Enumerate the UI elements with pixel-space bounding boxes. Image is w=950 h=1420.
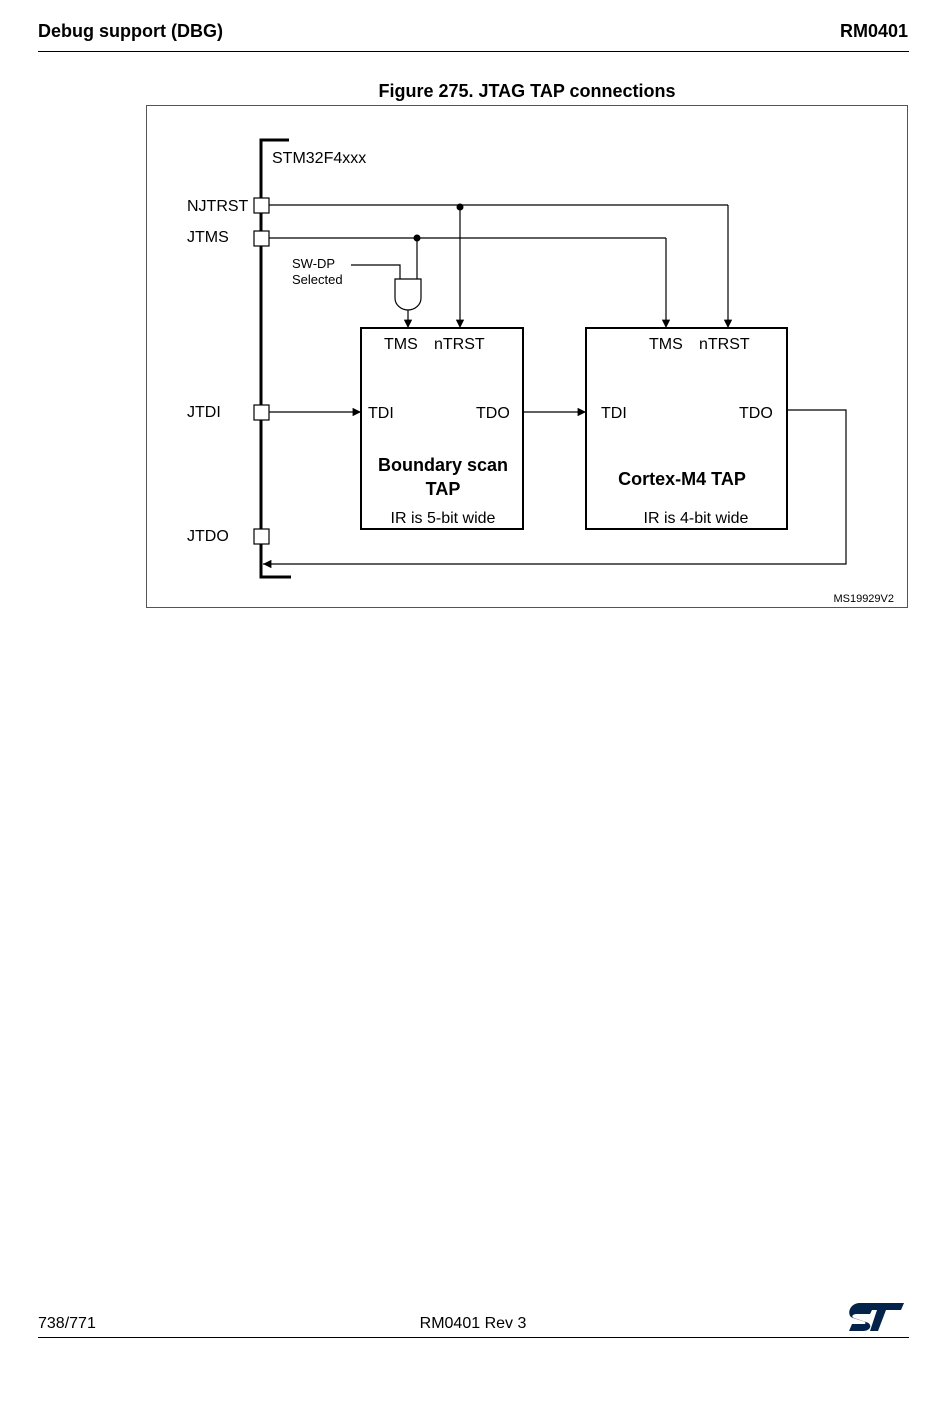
footer-doc-revision: RM0401 Rev 3 [419, 1315, 527, 1332]
bs-tdi-label: TDI [368, 405, 394, 422]
jtag-tap-diagram: STM32F4xxx NJTRST JTMS JTDI JTDO SW-DP S… [187, 138, 894, 605]
figure-id: MS19929V2 [833, 593, 894, 605]
njtrst-wire [269, 204, 733, 328]
pin-label-jtdi: JTDI [187, 404, 221, 421]
footer-divider [38, 1337, 909, 1338]
chip-label: STM32F4xxx [272, 150, 366, 167]
header-divider [38, 51, 909, 52]
figure-caption: Figure 275. JTAG TAP connections [378, 81, 676, 101]
cortex-m4-tap-box [585, 327, 788, 530]
cm4-tdo-label: TDO [739, 405, 773, 422]
swdp-label-line2: Selected [292, 272, 343, 287]
chip-boundary-line [259, 138, 291, 579]
boundary-scan-tap-box [360, 327, 524, 530]
pin-label-njtrst: NJTRST [187, 198, 249, 215]
swdp-label-line1: SW-DP [292, 256, 335, 271]
bs-ntrst-label: nTRST [434, 336, 485, 353]
cm4-ir-label: IR is 4-bit wide [644, 510, 749, 527]
pin-jtdo [253, 528, 270, 545]
bs-tdo-label: TDO [476, 405, 510, 422]
st-logo [849, 1303, 904, 1331]
pin-label-jtms: JTMS [187, 229, 229, 246]
jtms-junction [413, 234, 421, 242]
jtms-wire [269, 237, 671, 328]
and-gate [394, 278, 422, 311]
cm4-tdi-label: TDI [601, 405, 627, 422]
page-header-title: Debug support (DBG) [38, 21, 223, 41]
cm4-tms-label: TMS [649, 336, 683, 353]
njtrst-junction [456, 203, 464, 211]
footer-page-number: 738/771 [38, 1315, 96, 1332]
pin-njtrst [253, 197, 270, 214]
pin-jtms [253, 230, 270, 247]
bs-title-line1: Boundary scan [378, 455, 508, 475]
bs-tms-label: TMS [384, 336, 418, 353]
pin-label-jtdo: JTDO [187, 528, 229, 545]
swdp-wire [351, 264, 401, 279]
tdo-return-wire [263, 409, 847, 569]
bs-title-line2: TAP [426, 479, 461, 499]
cm4-ntrst-label: nTRST [699, 336, 750, 353]
pin-jtdi [253, 404, 270, 421]
page-header-doc-id: RM0401 [839, 21, 908, 41]
bs-ir-label: IR is 5-bit wide [391, 510, 496, 527]
cm4-title: Cortex-M4 TAP [618, 469, 746, 489]
figure-frame: STM32F4xxx NJTRST JTMS JTDI JTDO SW-DP S… [146, 105, 908, 608]
